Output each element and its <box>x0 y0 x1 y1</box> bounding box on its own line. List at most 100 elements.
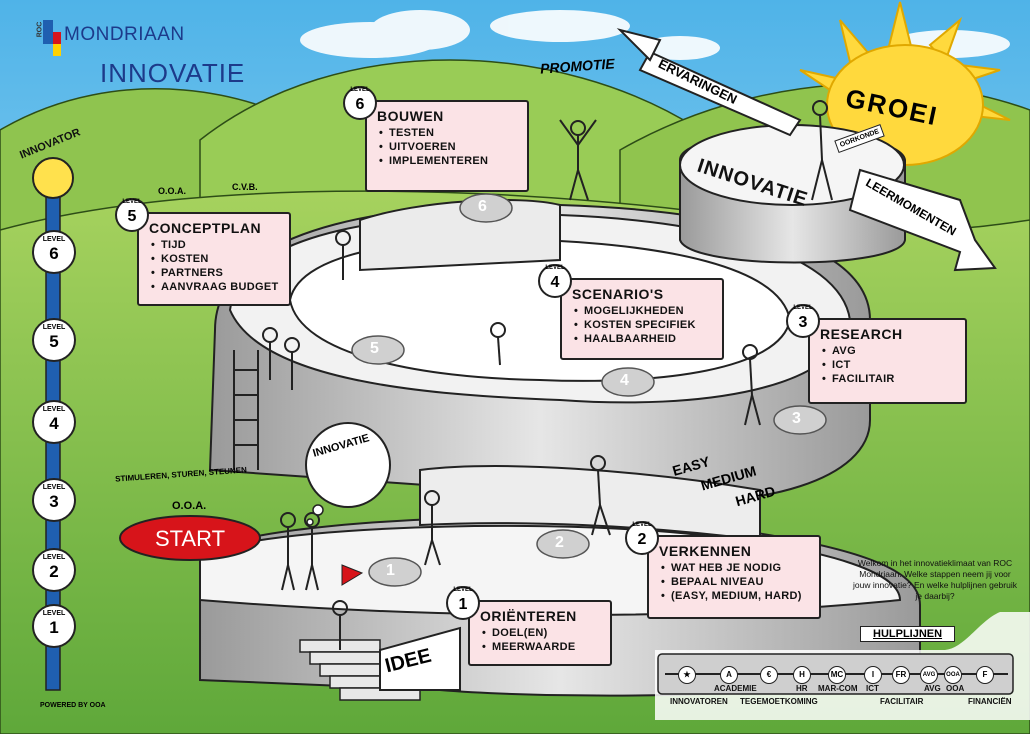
level-badge-number: 4 <box>550 274 560 291</box>
pole-level-number: 5 <box>49 332 59 351</box>
level-badge-number: 1 <box>458 596 468 613</box>
card-list: TESTENUITVOERENIMPLEMENTEREN <box>367 126 527 168</box>
hulplijn-label-4: MAR-COM <box>818 684 858 693</box>
hulplijn-label-1: ACADEMIE <box>714 684 757 693</box>
pole-level-word: LEVEL <box>42 610 66 617</box>
card-level3: RESEARCH AVGICTFACILITAIR <box>808 318 967 404</box>
ladder <box>233 350 259 470</box>
card-item: WAT HEB JE NODIG <box>661 561 819 575</box>
hulplijn-icon-1[interactable]: A <box>720 666 738 684</box>
level-badge-level1: LEVEL 1 <box>446 586 480 620</box>
pole-level-word: LEVEL <box>42 324 66 331</box>
card-level4: SCENARIO'S MOGELIJKHEDENKOSTEN SPECIFIEKH… <box>560 278 724 360</box>
level-badge-word: LEVEL <box>453 587 473 593</box>
pole-level-number: 1 <box>49 618 59 637</box>
card-item: KOSTEN <box>151 252 289 266</box>
card-list: WAT HEB JE NODIGBEPAAL NIVEAU(EASY, MEDI… <box>649 561 819 603</box>
flag-icon <box>341 564 364 586</box>
hulplijn-icon-4[interactable]: MC <box>828 666 846 684</box>
hulplijn-icon-2[interactable]: € <box>760 666 778 684</box>
step-discs <box>351 193 827 587</box>
hulplijn-label-2: TEGEMOETKOMING <box>740 697 818 706</box>
card-title: BOUWEN <box>377 108 444 124</box>
level-badge-word: LEVEL <box>122 199 142 205</box>
logo: ROC MONDRIAAN INNOVATIE <box>36 14 278 94</box>
start-ooa: O.O.A. <box>172 500 207 512</box>
level-badge-word: LEVEL <box>350 87 370 93</box>
level-badge-number: 2 <box>637 531 647 548</box>
level-badge-level4: LEVEL 4 <box>538 264 572 298</box>
hulplijn-icon-6[interactable]: FR <box>892 666 910 684</box>
hulplijnen-title: HULPLIJNEN <box>860 626 956 642</box>
card-list: DOEL(EN)MEERWAARDE <box>470 626 610 654</box>
card-level2: VERKENNEN WAT HEB JE NODIGBEPAAL NIVEAU(E… <box>647 535 821 619</box>
hulplijn-label-8: OOA <box>946 684 965 693</box>
hulplijn-icon-9[interactable]: F <box>976 666 994 684</box>
card-item: DOEL(EN) <box>482 626 610 640</box>
card-item: AANVRAAG BUDGET <box>151 280 289 294</box>
card-item: HAALBAARHEID <box>574 332 722 346</box>
lightbulb-icon <box>32 157 74 199</box>
hulplijn-icon-3[interactable]: H <box>793 666 811 684</box>
pole-level-word: LEVEL <box>42 406 66 413</box>
pole-level-number: 3 <box>49 492 59 511</box>
card-list: AVGICTFACILITAIR <box>810 344 965 386</box>
logo-mark <box>43 20 61 56</box>
hulplijn-label-6: FACILITAIR <box>880 697 924 706</box>
step-number-5: 5 <box>370 340 379 357</box>
level-badge-word: LEVEL <box>793 305 813 311</box>
level-badge-number: 5 <box>127 208 137 225</box>
level-badge-number: 3 <box>798 314 808 331</box>
step-number-3: 3 <box>792 410 801 427</box>
step-number-4: 4 <box>620 372 629 389</box>
card-item: FACILITAIR <box>822 372 965 386</box>
start-button[interactable]: START <box>154 526 226 551</box>
card-level1: ORIËNTEREN DOEL(EN)MEERWAARDE <box>468 600 612 666</box>
thought-bubble <box>305 422 391 526</box>
step-number-2: 2 <box>555 534 564 551</box>
card-title: SCENARIO'S <box>572 286 664 302</box>
level-badge-level5: LEVEL 5 <box>115 198 149 232</box>
card-item: MEERWAARDE <box>482 640 610 654</box>
hulplijn-icon-5[interactable]: I <box>864 666 882 684</box>
hulplijn-label-9: FINANCIËN <box>968 697 1012 706</box>
start-oval <box>119 515 261 561</box>
card-list: TIJDKOSTENPARTNERSAANVRAAG BUDGET <box>139 238 289 294</box>
hulplijn-icon-8[interactable]: OOA <box>944 666 962 684</box>
card-list: MOGELIJKHEDENKOSTEN SPECIFIEKHAALBAARHEI… <box>562 304 722 346</box>
hulplijn-icon-7[interactable]: AVG <box>920 666 938 684</box>
hulplijn-icon-0[interactable]: ★ <box>678 666 696 684</box>
card-item: (EASY, MEDIUM, HARD) <box>661 589 819 603</box>
powered-by: POWERED BY OOA <box>40 702 106 709</box>
card-title: CONCEPTPLAN <box>149 220 262 236</box>
hulplijn-label-5: ICT <box>866 684 879 693</box>
card-level5: CONCEPTPLAN TIJDKOSTENPARTNERSAANVRAAG BU… <box>137 212 291 306</box>
card-title: VERKENNEN <box>659 543 752 559</box>
pole-level-word: LEVEL <box>42 554 66 561</box>
pole-level-number: 2 <box>49 562 59 581</box>
logo-prefix: ROC <box>36 21 44 38</box>
level-badge-word: LEVEL <box>545 265 565 271</box>
cvb-top-label: C.V.B. <box>232 182 258 192</box>
pole-level-word: LEVEL <box>42 236 66 243</box>
step-number-1: 1 <box>386 562 395 579</box>
card-item: KOSTEN SPECIFIEK <box>574 318 722 332</box>
card-item: BEPAAL NIVEAU <box>661 575 819 589</box>
arrows <box>379 28 997 691</box>
hulplijn-label-0: INNOVATOREN <box>670 697 728 706</box>
hulplijn-label-3: HR <box>796 684 808 693</box>
card-item: IMPLEMENTEREN <box>379 154 527 168</box>
card-title: ORIËNTEREN <box>480 608 577 624</box>
card-title: RESEARCH <box>820 326 903 342</box>
card-item: AVG <box>822 344 965 358</box>
card-item: TIJD <box>151 238 289 252</box>
card-item: TESTEN <box>379 126 527 140</box>
